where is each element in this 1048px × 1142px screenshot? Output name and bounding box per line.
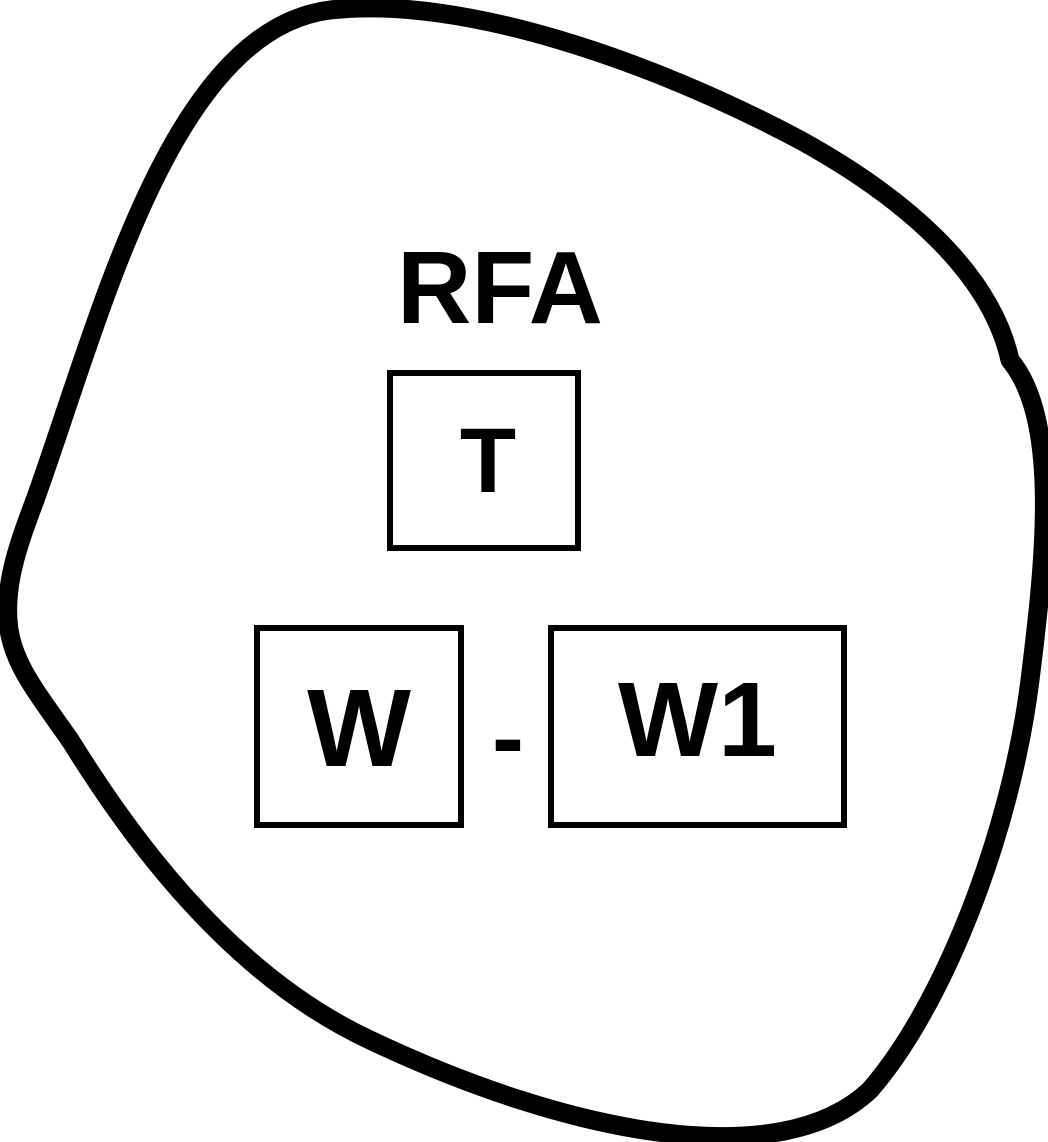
top-box-label: T xyxy=(459,409,517,512)
right-box: W1 xyxy=(548,625,847,828)
left-box-label: W xyxy=(307,666,411,790)
diagram-title: RFA xyxy=(397,230,603,345)
separator-dash: - xyxy=(492,684,524,791)
top-box: T xyxy=(387,370,581,551)
right-box-label: W1 xyxy=(618,660,777,779)
left-box: W xyxy=(254,625,464,828)
